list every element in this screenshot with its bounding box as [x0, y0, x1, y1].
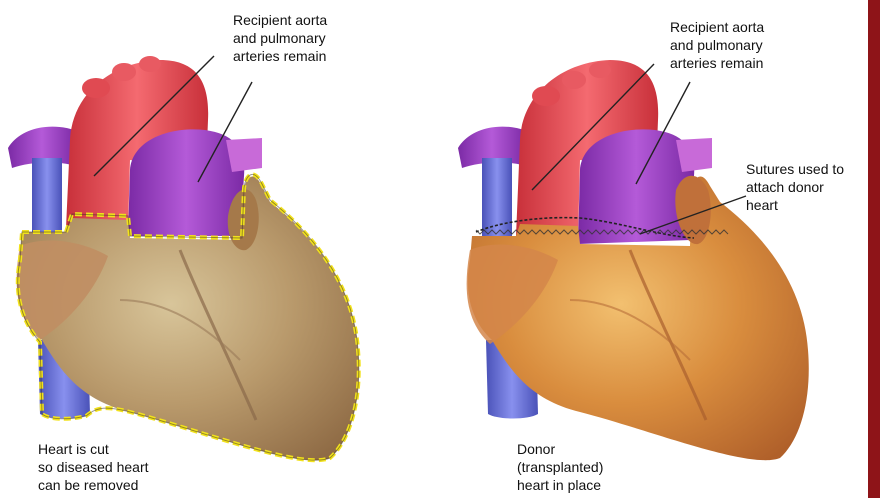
right-donor-label-line-2: (transplanted)	[517, 458, 603, 476]
right-sutures-label: Sutures used to attach donor heart	[746, 160, 844, 214]
right-heart-diagram	[458, 60, 809, 460]
right-aorta-branch-1	[532, 86, 560, 106]
side-accent-bar	[868, 0, 880, 498]
left-aorta-branch-2	[112, 63, 136, 81]
left-vessels-label-line-3: arteries remain	[233, 47, 327, 65]
right-vessels-label-line-2: and pulmonary	[670, 36, 764, 54]
left-cut-label-line-2: so diseased heart	[38, 458, 149, 476]
right-vessels-label-line-1: Recipient aorta	[670, 18, 764, 36]
left-vena-cava	[32, 158, 62, 232]
right-sutures-label-line-3: heart	[746, 196, 844, 214]
left-vessels-label-line-2: and pulmonary	[233, 29, 327, 47]
right-sutures-label-line-1: Sutures used to	[746, 160, 844, 178]
left-pulmonary-trunk	[128, 129, 244, 236]
left-cut-label: Heart is cut so diseased heart can be re…	[38, 440, 149, 494]
right-donor-label-line-3: heart in place	[517, 476, 603, 494]
right-donor-label-line-1: Donor	[517, 440, 603, 458]
right-vessels-label-line-3: arteries remain	[670, 54, 764, 72]
right-aorta-branch-2	[562, 71, 586, 89]
left-vessels-label-line-1: Recipient aorta	[233, 11, 327, 29]
left-aorta-branch-3	[139, 56, 161, 72]
left-cut-label-line-1: Heart is cut	[38, 440, 149, 458]
right-sutures-label-line-2: attach donor	[746, 178, 844, 196]
right-pulmonary-trunk	[578, 129, 694, 244]
right-vena-cava	[482, 158, 512, 236]
right-pulmonary-branch-right	[676, 138, 712, 172]
right-aorta-branch-3	[589, 62, 611, 78]
left-aorta-branch-1	[82, 78, 110, 98]
left-cut-label-line-3: can be removed	[38, 476, 149, 494]
left-heart-diagram	[8, 56, 359, 460]
left-pulmonary-branch-right	[226, 138, 262, 172]
left-vessels-label: Recipient aorta and pulmonary arteries r…	[233, 11, 327, 65]
right-donor-label: Donor (transplanted) heart in place	[517, 440, 603, 494]
right-vessels-label: Recipient aorta and pulmonary arteries r…	[670, 18, 764, 72]
